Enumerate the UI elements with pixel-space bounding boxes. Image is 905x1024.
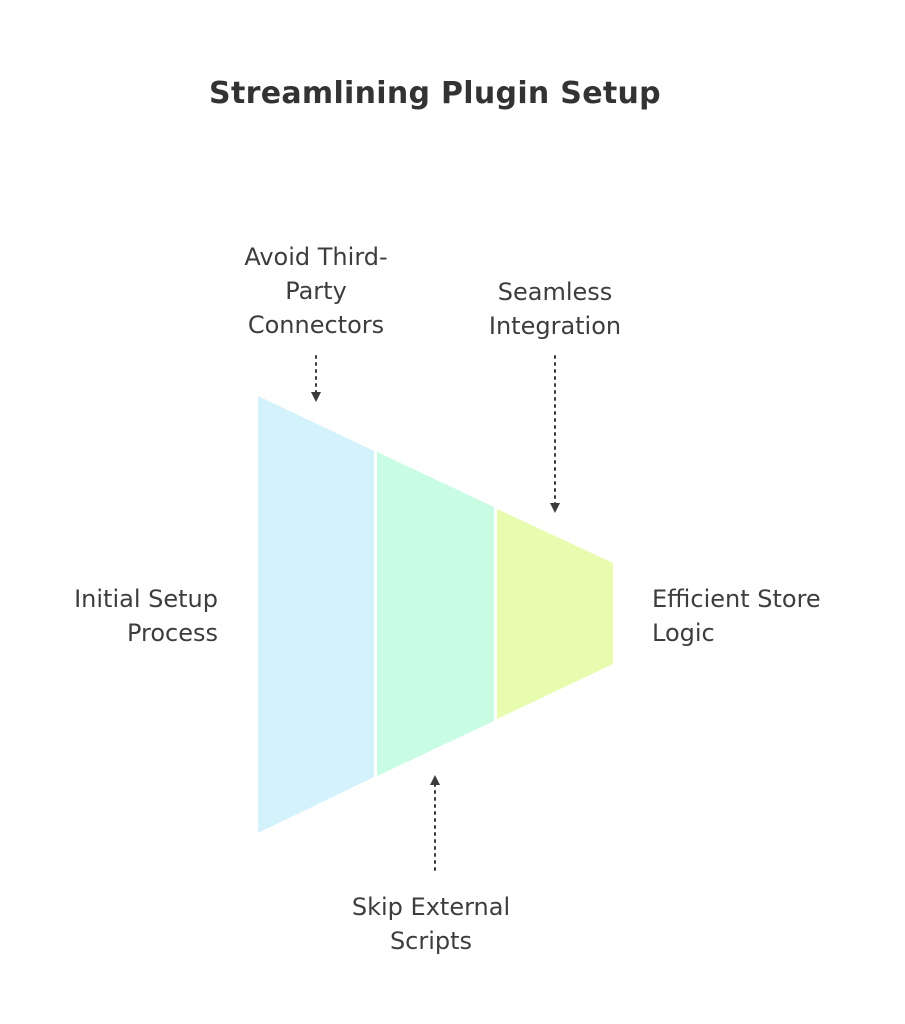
label-skip-external-scripts: Skip External Scripts (351, 893, 511, 955)
funnel-segment-3 (497, 509, 613, 719)
label-initial-setup-process: Initial Setup Process (74, 585, 218, 647)
funnel-segment-2 (377, 452, 494, 776)
label-efficient-store-logic: Efficient Store Logic (652, 585, 821, 647)
label-avoid-third-party-connectors: Avoid Third- Party Connectors (244, 243, 388, 339)
funnel-segment-1 (258, 396, 374, 833)
diagram-title: Streamlining Plugin Setup (209, 76, 661, 111)
label-seamless-integration: Seamless Integration (488, 278, 622, 340)
